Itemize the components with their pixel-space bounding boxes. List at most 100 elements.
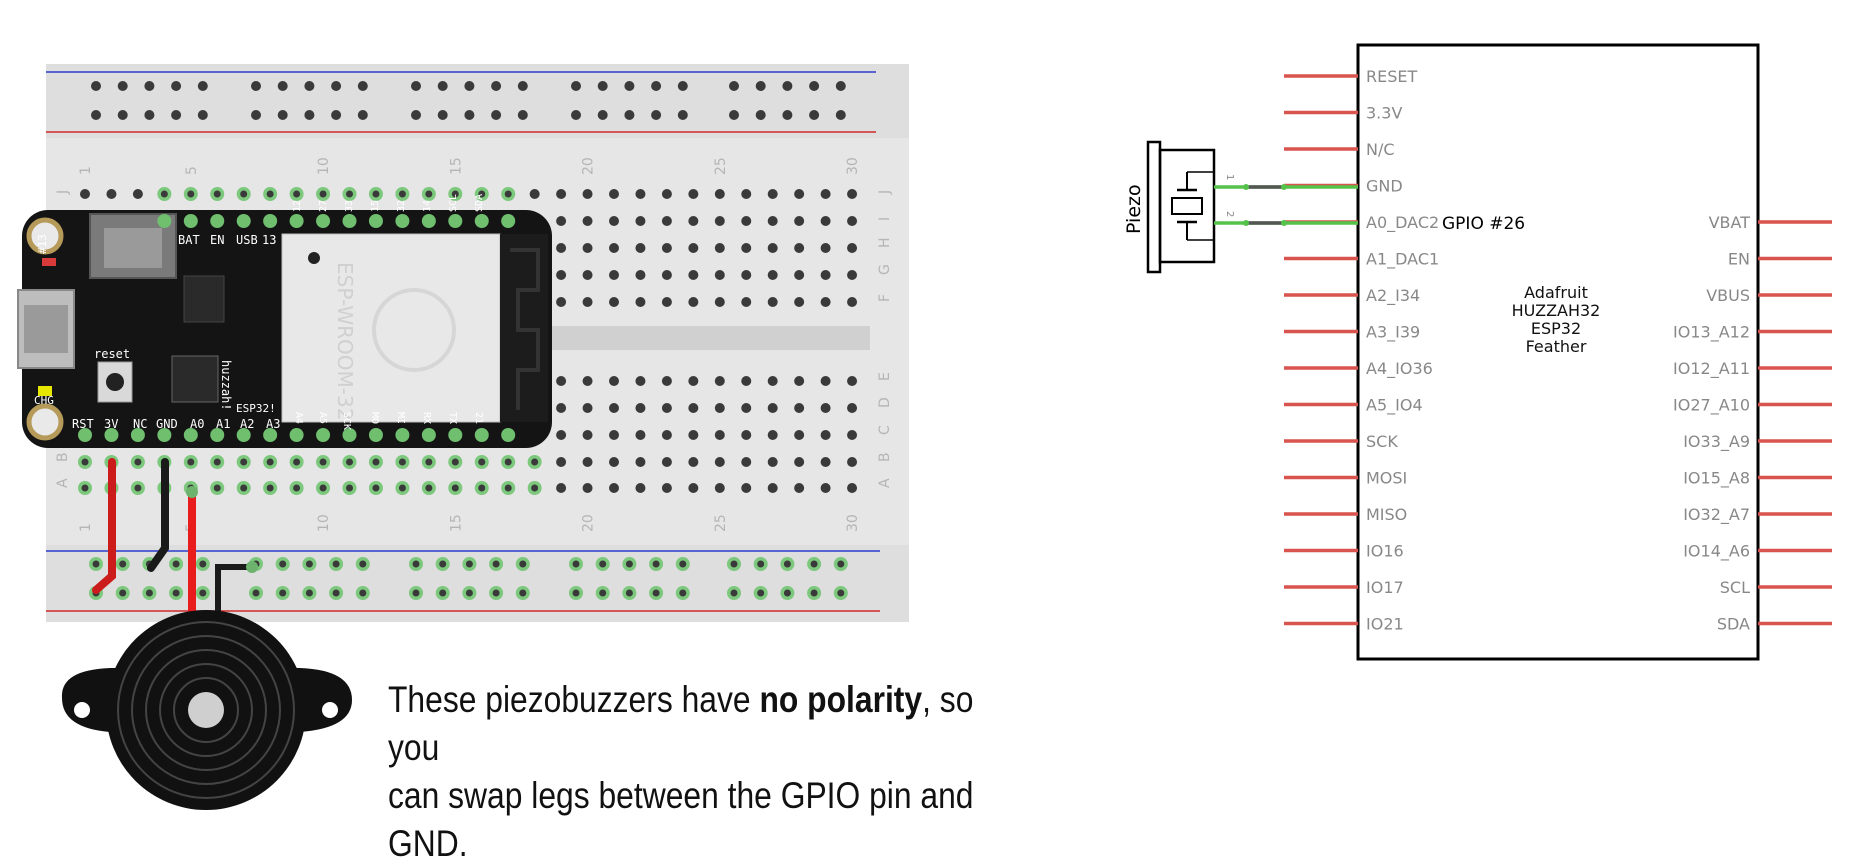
column-number-top: 25 — [713, 157, 729, 175]
header-pin — [210, 428, 225, 442]
breadboard-hole-center — [346, 458, 353, 466]
breadboard-hole — [517, 110, 528, 120]
breadboard-hole-center — [492, 589, 500, 597]
breadboard-hole — [794, 216, 805, 226]
breadboard-hole — [661, 270, 672, 280]
breadboard-hole — [277, 81, 288, 91]
breadboard-hole — [809, 110, 820, 120]
breadboard-hole — [609, 297, 619, 307]
header-pin — [395, 428, 410, 442]
right-pin-label: IO32_A7 — [1683, 505, 1750, 525]
breadboard-hole-center — [412, 560, 420, 568]
breadboard-hole-center — [134, 484, 142, 492]
caption-part2: , so you — [388, 679, 974, 768]
breadboard-hole-center — [439, 560, 447, 568]
breadboard-hole — [144, 110, 155, 120]
breadboard-hole-center — [810, 560, 818, 568]
breadboard-hole — [304, 81, 315, 91]
breadboard-hole — [847, 189, 858, 199]
breadboard-hole — [794, 297, 805, 307]
breadboard-hole-center — [372, 484, 380, 492]
breadboard-hole — [741, 243, 752, 253]
silk-bottom-label: A4 — [293, 412, 304, 424]
header-pin — [289, 214, 304, 228]
breadboard-hole-center — [359, 589, 367, 597]
breadboard-hole — [582, 403, 593, 413]
breadboard-hole — [635, 216, 646, 226]
breadboard-hole — [609, 243, 619, 253]
silk-bottom-label: NC — [133, 417, 147, 431]
silk-chg-label: CHG — [34, 394, 54, 407]
breadboard-hole-center — [478, 458, 486, 466]
right-pin-label: IO15_A8 — [1683, 469, 1750, 489]
breadboard-hole — [741, 216, 752, 226]
header-pin — [210, 214, 225, 228]
header-pin — [368, 214, 383, 228]
column-number-top: 1 — [78, 166, 94, 175]
column-number-bottom: 30 — [845, 514, 861, 532]
left-pin-label: A2_I34 — [1366, 286, 1420, 306]
breadboard-hole — [609, 430, 619, 440]
breadboard-hole-center — [346, 484, 353, 492]
breadboard-hole-center — [266, 190, 274, 198]
breadboard-hole — [847, 376, 858, 386]
breadboard-hole-center — [293, 458, 301, 466]
breadboard-hole — [714, 297, 725, 307]
column-number-top: 20 — [581, 157, 597, 175]
breadboard-hole — [688, 430, 699, 440]
caption-line2: can swap legs between the GPIO pin and G… — [388, 775, 974, 864]
breadboard-hole — [556, 189, 567, 199]
breadboard-hole — [132, 189, 143, 199]
left-pin-label: GND — [1366, 177, 1403, 196]
row-letter-right: J — [877, 190, 893, 195]
silk-bottom-label: MO — [369, 412, 380, 424]
breadboard-hole — [794, 376, 805, 386]
breadboard-hole — [714, 376, 725, 386]
breadboard-hole — [847, 243, 858, 253]
breadboard-hole — [635, 189, 646, 199]
header-pin — [342, 214, 357, 228]
breadboard-hole-center — [346, 190, 353, 198]
breadboard-hole-center — [187, 458, 195, 466]
breadboard-hole — [729, 110, 739, 120]
breadboard-hole — [635, 243, 646, 253]
right-pin-label: VBUS — [1706, 286, 1750, 305]
breadboard-hole-center — [172, 589, 180, 597]
breadboard-hole-center — [145, 589, 153, 597]
breadboard-hole — [106, 189, 117, 199]
breadboard-hole — [651, 110, 662, 120]
breadboard-hole — [688, 376, 699, 386]
silk-bottom-label: GND — [156, 417, 178, 431]
breadboard-hole — [661, 243, 672, 253]
breadboard-hole-center — [293, 484, 301, 492]
breadboard-hole-center — [425, 190, 433, 198]
breadboard-hole — [582, 457, 593, 467]
breadboard-hole — [767, 403, 778, 413]
breadboard-hole — [847, 270, 858, 280]
breadboard-hole — [714, 243, 725, 253]
row-letter-right: D — [877, 397, 893, 408]
left-pin-label: A3_I39 — [1366, 323, 1420, 343]
breadboard-hole — [609, 376, 619, 386]
breadboard-hole — [144, 81, 155, 91]
breadboard-hole — [677, 81, 688, 91]
breadboard-hole — [741, 403, 752, 413]
breadboard-hole — [635, 376, 646, 386]
breadboard-hole-center — [783, 560, 791, 568]
breadboard-hole — [437, 81, 448, 91]
breadboard-hole — [820, 403, 831, 413]
breadboard-hole-center — [319, 190, 327, 198]
right-pin-label: IO14_A6 — [1683, 542, 1750, 562]
silk-bottom-label: A3 — [266, 417, 280, 431]
column-number-bottom: 10 — [316, 514, 332, 532]
silk-top-label: 13 — [262, 233, 276, 247]
breadboard-hole — [794, 457, 805, 467]
breadboard-hole — [464, 81, 475, 91]
breadboard-hole — [609, 457, 619, 467]
breadboard-hole — [597, 110, 608, 120]
breadboard-hole-center — [319, 484, 327, 492]
header-pin — [104, 428, 119, 442]
breadboard-hole — [661, 297, 672, 307]
breadboard-hole — [729, 81, 739, 91]
